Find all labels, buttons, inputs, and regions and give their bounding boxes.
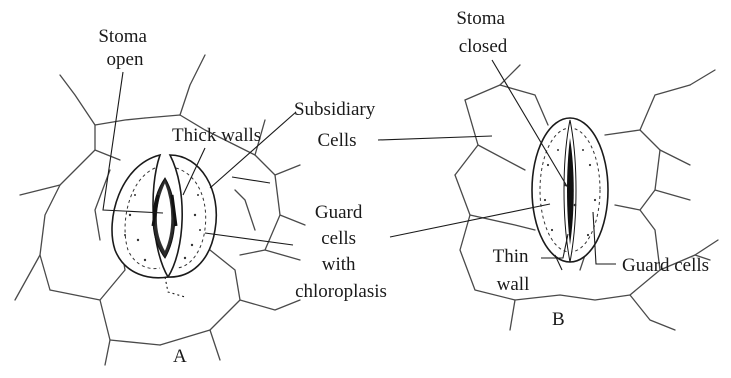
- label-subsidiary-cells: Subsidiary Cells: [294, 99, 380, 151]
- label-thin-wall: Thin wall: [493, 246, 534, 295]
- label-guard-cells-b: Guard cells: [622, 255, 709, 276]
- diagram-a: Stoma open Thick walls A: [15, 26, 305, 367]
- caption-b: B: [552, 309, 565, 330]
- leader-subsidiary-a: [210, 112, 296, 188]
- label-stoma-closed: Stoma closed: [456, 8, 509, 57]
- diagram-b: Stoma closed Thin wall Guard cells B: [378, 8, 718, 330]
- label-guard-cells-chloroplasts: Guard cells with chloroplasis: [295, 202, 387, 302]
- leader-subsidiary-b: [378, 136, 492, 140]
- leader-guard-cells-a: [205, 233, 293, 245]
- caption-a: A: [173, 346, 187, 367]
- guard-cells-b: [532, 118, 608, 270]
- guard-cells-a: [112, 155, 216, 297]
- label-thick-walls: Thick walls: [172, 125, 261, 146]
- leader-guard-cells-b: [390, 204, 550, 237]
- label-stoma-open: Stoma open: [98, 26, 151, 70]
- leader-subsidiary-a2: [232, 177, 270, 183]
